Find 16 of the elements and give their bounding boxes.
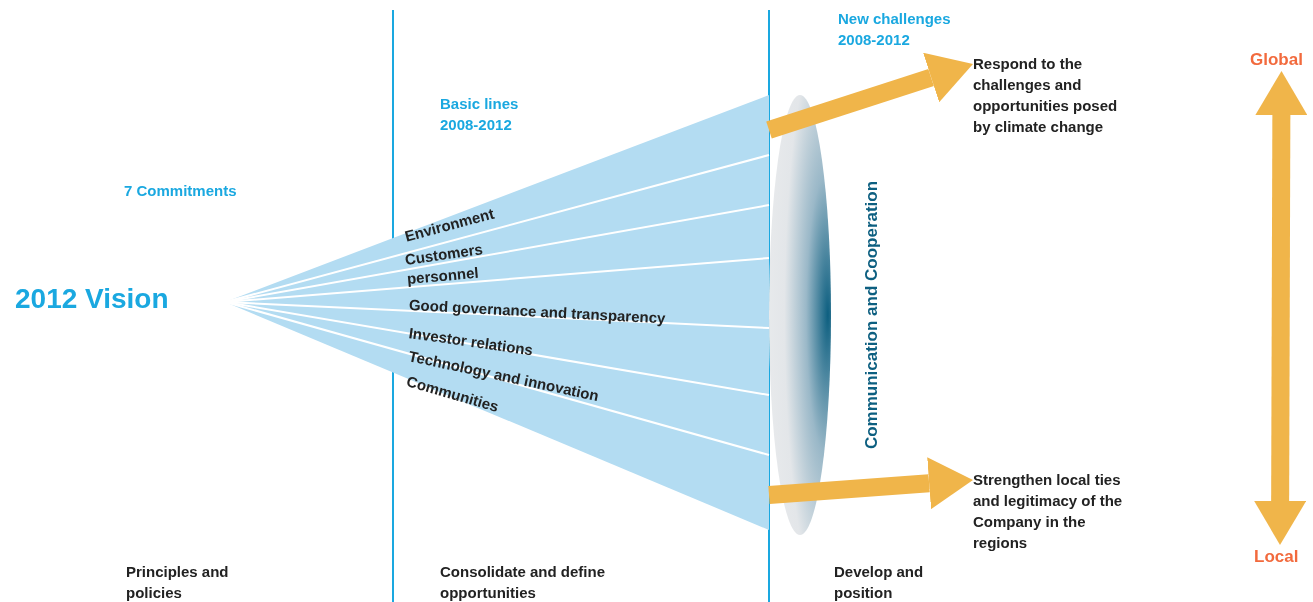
scale-label: Local <box>1254 545 1306 568</box>
scale-label: Global <box>1250 48 1313 71</box>
column-caption: Principles and policies <box>126 562 230 602</box>
arrow <box>768 457 973 510</box>
arrow <box>766 52 973 139</box>
heading-text: New challenges 2008-2012 <box>838 9 952 50</box>
challenge-text: Respond to the challenges and opportunities posed by climate change <box>973 53 1133 137</box>
heading-text: Basic lines 2008-2012 <box>440 94 520 135</box>
column-caption: Consolidate and define opportunities <box>440 562 606 602</box>
column-caption: Develop and position <box>834 562 925 602</box>
commitment-label: Good governance and transparency <box>408 295 666 328</box>
challenge-text: Strengthen local ties and legitimacy of the Company in the regions <box>973 469 1133 553</box>
heading-text: 7 Commitments <box>124 181 238 201</box>
vision-text: 2012 Vision <box>15 282 195 316</box>
arrow <box>1254 71 1308 545</box>
vertical-text: Communication and Cooperation <box>860 180 882 450</box>
